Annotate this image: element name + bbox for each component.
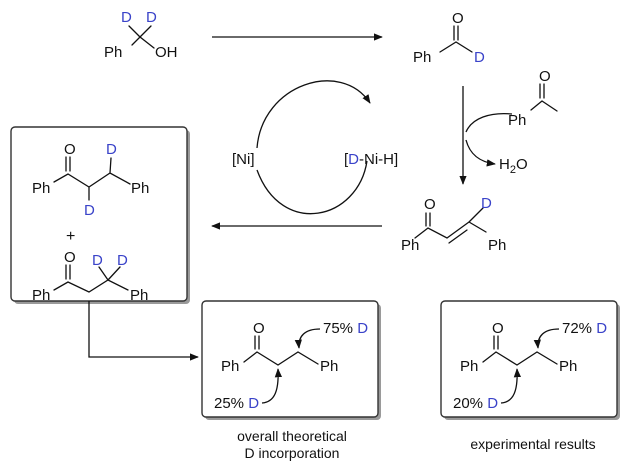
alcohol-oh: OH [155,44,178,61]
exp-top-label: 72% D [562,320,607,337]
exp-arrow-top [533,328,560,349]
product-dideuterated: O D D Ph Ph [32,249,148,304]
theoretical-box: O Ph Ph 75% D 25% D [201,300,381,420]
svg-text:25% D: 25% D [214,395,259,412]
exp-bottom-label: 20% D [453,395,498,412]
deuterated-benzyl-alcohol: D D Ph OH [104,9,178,61]
p2-d1: D [92,252,103,269]
enone-ph-right: Ph [488,237,506,254]
theo-ph-left: Ph [221,358,239,375]
exp-arrow-bottom [500,368,522,404]
svg-text:H2O: H2O [499,156,528,176]
theo-top-label: 75% D [323,320,368,337]
d-ni-h-label: [D-Ni-H] [344,151,398,168]
theo-arrow-bottom [261,368,283,404]
alcohol-d2: D [146,9,157,26]
products-box: O D D Ph Ph + O D D Ph Ph [10,126,190,304]
experimental-box: O Ph Ph 72% D 20% D [440,300,620,420]
p1-d-top: D [106,141,117,158]
p2-ph-right: Ph [130,287,148,304]
svg-text:20% D: 20% D [453,395,498,412]
deuterated-benzaldehyde: O Ph D [413,10,485,66]
enone-o: O [424,196,436,213]
cycle-arrow-upper [256,80,371,149]
aldehyde-o: O [452,10,464,27]
p2-o: O [64,249,76,266]
enone-ph-left: Ph [401,237,419,254]
acetophenone: O Ph [508,68,558,129]
theo-ph-right: Ph [320,358,338,375]
theo-o: O [253,320,265,337]
product-monodeuterated: O D D Ph Ph [32,141,149,219]
deuterated-chalcone: O D Ph Ph [401,195,506,254]
svg-text:[D-Ni-H]: [D-Ni-H] [344,151,398,168]
alcohol-ph: Ph [104,44,122,61]
enone-d: D [481,195,492,212]
exp-o: O [492,320,504,337]
p2-d2: D [117,252,128,269]
catalytic-cycle: [Ni] [D-Ni-H] [232,80,398,215]
ni-catalyst-label: [Ni] [232,151,255,168]
aldehyde-d: D [474,49,485,66]
theoretical-caption-2: D incorporation [245,445,340,461]
cycle-arrow-lower [256,160,368,215]
svg-text:72% D: 72% D [562,320,607,337]
exp-ph-right: Ph [559,358,577,375]
svg-text:75% D: 75% D [323,320,368,337]
exp-ph-left: Ph [460,358,478,375]
p1-ph-left: Ph [32,180,50,197]
p1-o: O [64,141,76,158]
theo-arrow-top [294,328,321,349]
curved-arrow-out [465,139,496,167]
curved-arrow-in [465,112,513,133]
acetophenone-ph: Ph [508,112,526,129]
alcohol-d1: D [121,9,132,26]
arrow-to-theoretical [88,301,199,361]
theo-bottom-label: 25% D [214,395,259,412]
p2-ph-left: Ph [32,287,50,304]
p1-d-bottom: D [84,202,95,219]
p1-ph-right: Ph [131,180,149,197]
water-product: H2O [499,156,528,176]
experimental-caption: experimental results [470,436,595,452]
plus-sign: + [66,228,75,245]
acetophenone-o: O [539,68,551,85]
aldehyde-ph: Ph [413,49,431,66]
theoretical-caption-1: overall theoretical [237,428,347,444]
